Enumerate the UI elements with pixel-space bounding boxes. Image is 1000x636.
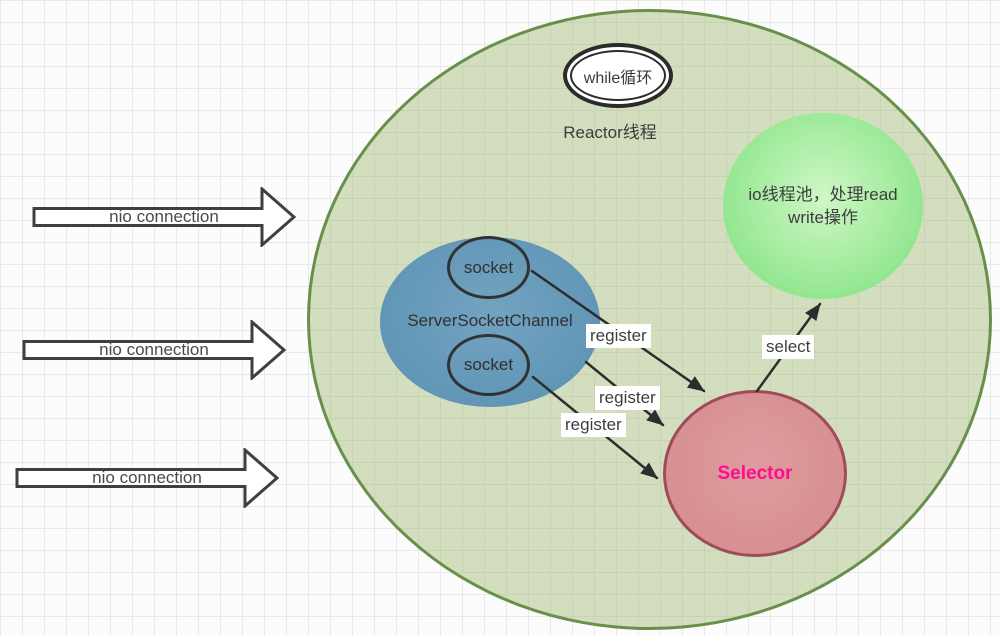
socket-label: socket bbox=[463, 257, 514, 277]
register-label-1: register bbox=[586, 324, 651, 348]
register-label-3: register bbox=[561, 413, 626, 437]
while-loop-label: while循环 bbox=[583, 69, 653, 87]
block-arrow-shape bbox=[15, 448, 279, 508]
nio-connection-arrow-1: nio connection bbox=[32, 187, 296, 247]
nio-connection-label: nio connection bbox=[109, 207, 219, 226]
socket-ellipse-bottom: socket bbox=[447, 334, 530, 396]
block-arrow-shape bbox=[32, 187, 296, 247]
selector-circle: Selector bbox=[663, 390, 847, 557]
nio-connection-arrow-2: nio connection bbox=[22, 320, 286, 380]
block-arrow-shape bbox=[22, 320, 286, 380]
io-pool-label-line2: write操作 bbox=[788, 208, 858, 227]
select-label: select bbox=[762, 335, 815, 359]
server-socket-channel-label: ServerSocketChannel bbox=[407, 311, 573, 330]
selector-label: Selector bbox=[717, 462, 793, 484]
io-thread-pool-circle: io线程池，处理read write操作 bbox=[723, 113, 923, 299]
socket-label: socket bbox=[463, 355, 514, 374]
reactor-thread-caption: Reactor线程 bbox=[563, 123, 657, 142]
socket-ellipse-top: socket bbox=[447, 236, 530, 299]
nio-connection-label: nio connection bbox=[92, 468, 202, 487]
while-loop-ellipse: while循环 bbox=[570, 50, 666, 101]
nio-connection-label: nio connection bbox=[99, 340, 209, 359]
io-pool-label-line1: io线程池，处理read bbox=[748, 185, 898, 204]
nio-connection-arrow-3: nio connection bbox=[15, 448, 279, 508]
register-label-2: register bbox=[595, 386, 660, 410]
